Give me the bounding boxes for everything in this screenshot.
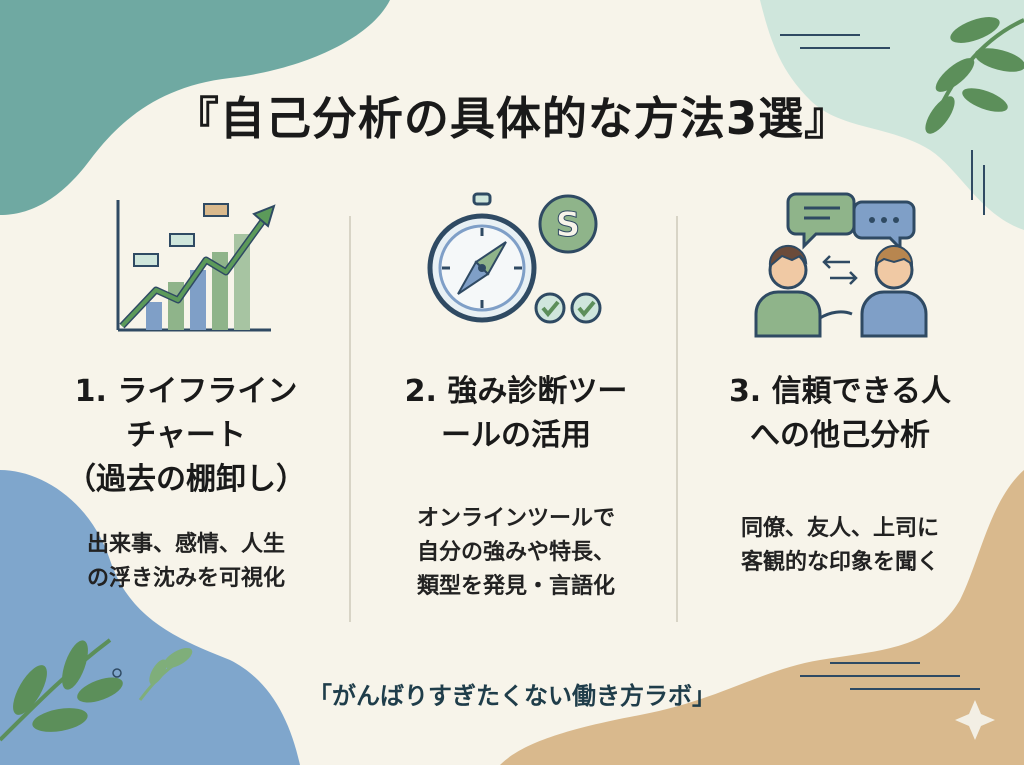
method-1-description: 出来事、感情、人生 の浮き沈みを可視化 [86, 532, 285, 591]
column-divider-2 [676, 216, 678, 622]
method-2-heading: 2. 強み診断ツー ールの活用 [404, 374, 628, 453]
compass-diagnosis-icon: S [427, 192, 602, 324]
small-circle-deco [112, 668, 122, 678]
lifeline-chart-icon [116, 200, 276, 332]
people-conversation-icon [754, 192, 928, 338]
deco-lines-top-right [780, 34, 985, 215]
method-2-description: オンラインツールで 自分の強みや特長、 類型を発見・言語化 [416, 506, 615, 599]
method-3-description: 同僚、友人、上司に 客観的な印象を聞く [740, 516, 939, 575]
deco-lines-bottom-right [800, 662, 980, 690]
column-divider-1 [349, 216, 351, 622]
method-1-heading: 1. ライフライン チャート （過去の棚卸し） [66, 374, 306, 497]
leaf-branch-top-right [925, 17, 1024, 134]
tan-blob-bottom-right [500, 470, 1024, 765]
method-3-heading: 3. 信頼できる人 への他己分析 [728, 374, 952, 453]
method-1: 1. ライフライン チャート （過去の棚卸し） 出来事、感情、人生 の浮き沈みを… [26, 190, 346, 630]
leaf-branch-bottom-left [0, 638, 193, 742]
footer-brand: 「がんばりすぎたくない働き方ラボ」 [308, 682, 716, 710]
mint-blob-top-right [760, 0, 1024, 230]
sparkle-icon [955, 700, 995, 740]
blue-blob-bottom-left [0, 470, 300, 765]
page-title: 『自己分析の具体的な方法3選』 [173, 92, 851, 145]
svg-text:S: S [556, 205, 581, 245]
teal-blob-top-left [0, 0, 390, 215]
method-2: S 2. 強み診断ツー ールの活用 オンラインツールで 自分の強みや特長、 類型… [356, 190, 676, 630]
method-3: 3. 信頼できる人 への他己分析 同僚、友人、上司に 客観的な印象を聞く [680, 190, 1000, 630]
